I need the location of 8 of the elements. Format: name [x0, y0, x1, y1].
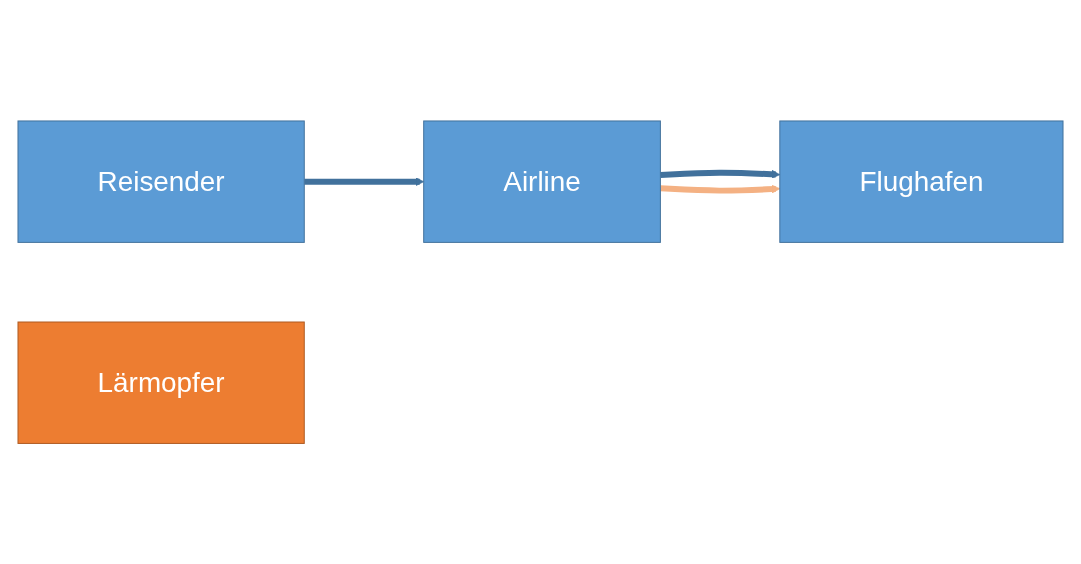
node-box	[423, 120, 661, 243]
arrow	[660, 184, 781, 194]
node-box	[779, 120, 1064, 243]
arrow	[304, 177, 425, 186]
diagram: Reisender Airline Flughafen Lärmopfer	[10, 112, 1071, 452]
node-box	[17, 120, 305, 243]
arrow	[660, 169, 781, 179]
node-box	[17, 321, 305, 444]
